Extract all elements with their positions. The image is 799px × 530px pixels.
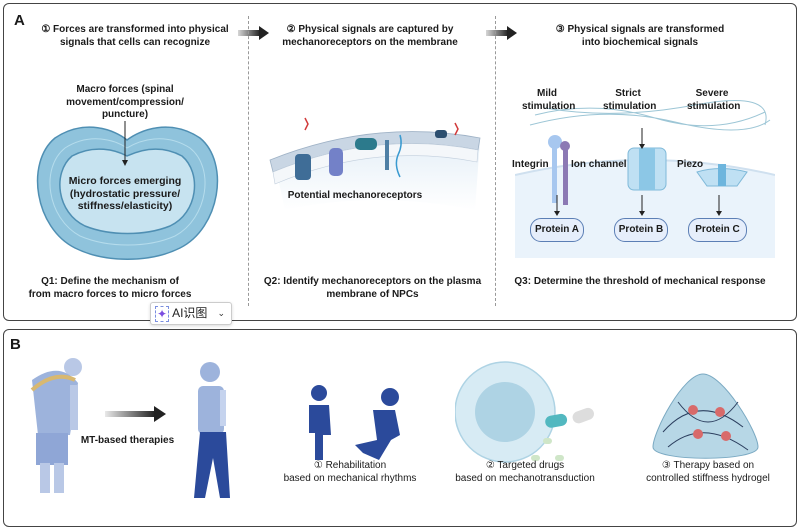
hydrogel-illustration [652, 373, 759, 459]
walking-person-illustration [194, 362, 230, 498]
down-arrow-icon [639, 128, 645, 149]
panel-a-label: A [14, 12, 25, 29]
micro-line2: (hydrostatic pressure/ [69, 187, 181, 200]
micro-forces-label: Micro forces emerging (hydrostatic press… [55, 175, 195, 213]
step-arrow-icon [486, 26, 517, 40]
step2-line2: mechanoreceptors on the membrane [282, 36, 458, 48]
piezo-label: Piezo [677, 159, 704, 170]
step2-heading: ② Physical signals are captured by mecha… [270, 24, 470, 49]
q2-line2: membrane of NPCs [326, 288, 419, 300]
macro-forces-label: Macro forces (spinal movement/compressio… [55, 84, 195, 122]
therapy-3-caption: ③ Therapy based on controlled stiffness … [628, 460, 788, 485]
therapy-1-line2: based on mechanical rhythms [283, 472, 417, 484]
divider [495, 16, 496, 306]
therapy-1-line1: ① Rehabilitation [313, 460, 387, 471]
macro-line3: puncture) [101, 109, 149, 120]
macro-line1: Macro forces (spinal [76, 84, 174, 95]
intervertebral-disc-illustration [36, 126, 219, 260]
q3-text: Q3: Determine the threshold of mechanica… [514, 276, 766, 287]
panel-b-label: B [10, 336, 21, 353]
mild-line2: stimulation [522, 100, 576, 112]
step3-line2: into biochemical signals [581, 36, 699, 48]
therapy-3-line1: ③ Therapy based on [661, 460, 755, 471]
targeted-drugs-illustration [455, 361, 594, 463]
q2-text: Q2: Identify mechanoreceptors on the pla… [255, 276, 490, 301]
down-arrow-icon [554, 195, 560, 216]
severe-line2: stimulation [687, 100, 741, 112]
mt-therapies-label: MT-based therapies [80, 435, 175, 446]
cell-membrane-illustration [269, 117, 481, 210]
q1-line1: Q1: Define the mechanism of [41, 276, 179, 287]
step3-line1: ③ Physical signals are transformed [555, 24, 725, 35]
step1-line2: signals that cells can recognize [59, 36, 211, 48]
divider [248, 16, 249, 306]
q1-text: Q1: Define the mechanism of from macro f… [15, 276, 205, 301]
step-arrow-icon [238, 26, 269, 40]
integrin-label: Integrin [512, 159, 549, 170]
step2-line1: ② Physical signals are captured by [286, 24, 454, 35]
q2-line1: Q2: Identify mechanoreceptors on the pla… [263, 276, 482, 287]
therapy-2-line1: ② Targeted drugs [485, 460, 565, 471]
step1-heading: ① Forces are transformed into physical s… [35, 24, 235, 49]
protein-b: Protein B [614, 218, 668, 242]
therapy-2-line2: based on mechanotransduction [455, 472, 595, 484]
protein-c: Protein C [688, 218, 747, 242]
membrane-label: Potential mechanoreceptors [287, 190, 423, 201]
ion-channel-label: Ion channel [571, 159, 627, 170]
mild-line1: Mild [537, 88, 557, 99]
therapy-2-caption: ② Targeted drugs based on mechanotransdu… [445, 460, 605, 485]
micro-line1: Micro forces emerging [68, 175, 182, 187]
bent-person-illustration [30, 358, 82, 493]
down-arrow-icon [122, 121, 128, 166]
protein-a: Protein A [530, 218, 584, 242]
ai-button-label: AI识图 [172, 306, 208, 320]
step1-line1: ① Forces are transformed into physical [41, 24, 229, 35]
ai-image-recognition-button[interactable]: ✦ AI识图 ⌄ [150, 302, 232, 325]
chevron-down-icon[interactable]: ⌄ [217, 308, 225, 318]
sparkle-icon: ✦ [155, 305, 170, 322]
therapy-1-caption: ① Rehabilitation based on mechanical rhy… [270, 460, 430, 485]
severe-line1: Severe [695, 88, 729, 99]
strict-line1: Strict [615, 88, 641, 99]
strict-line2: stimulation [603, 100, 657, 112]
step3-heading: ③ Physical signals are transformed into … [540, 24, 740, 49]
down-arrow-icon [639, 195, 645, 216]
therapy-3-line2: controlled stiffness hydrogel [646, 472, 770, 484]
therapy-arrow-icon [105, 406, 166, 422]
macro-line2: movement/compression/ [66, 96, 184, 108]
down-arrow-icon [716, 195, 722, 216]
rehabilitation-icon [309, 385, 400, 460]
q1-line2: from macro forces to micro forces [28, 288, 192, 300]
micro-line3: stiffness/elasticity) [77, 200, 173, 212]
